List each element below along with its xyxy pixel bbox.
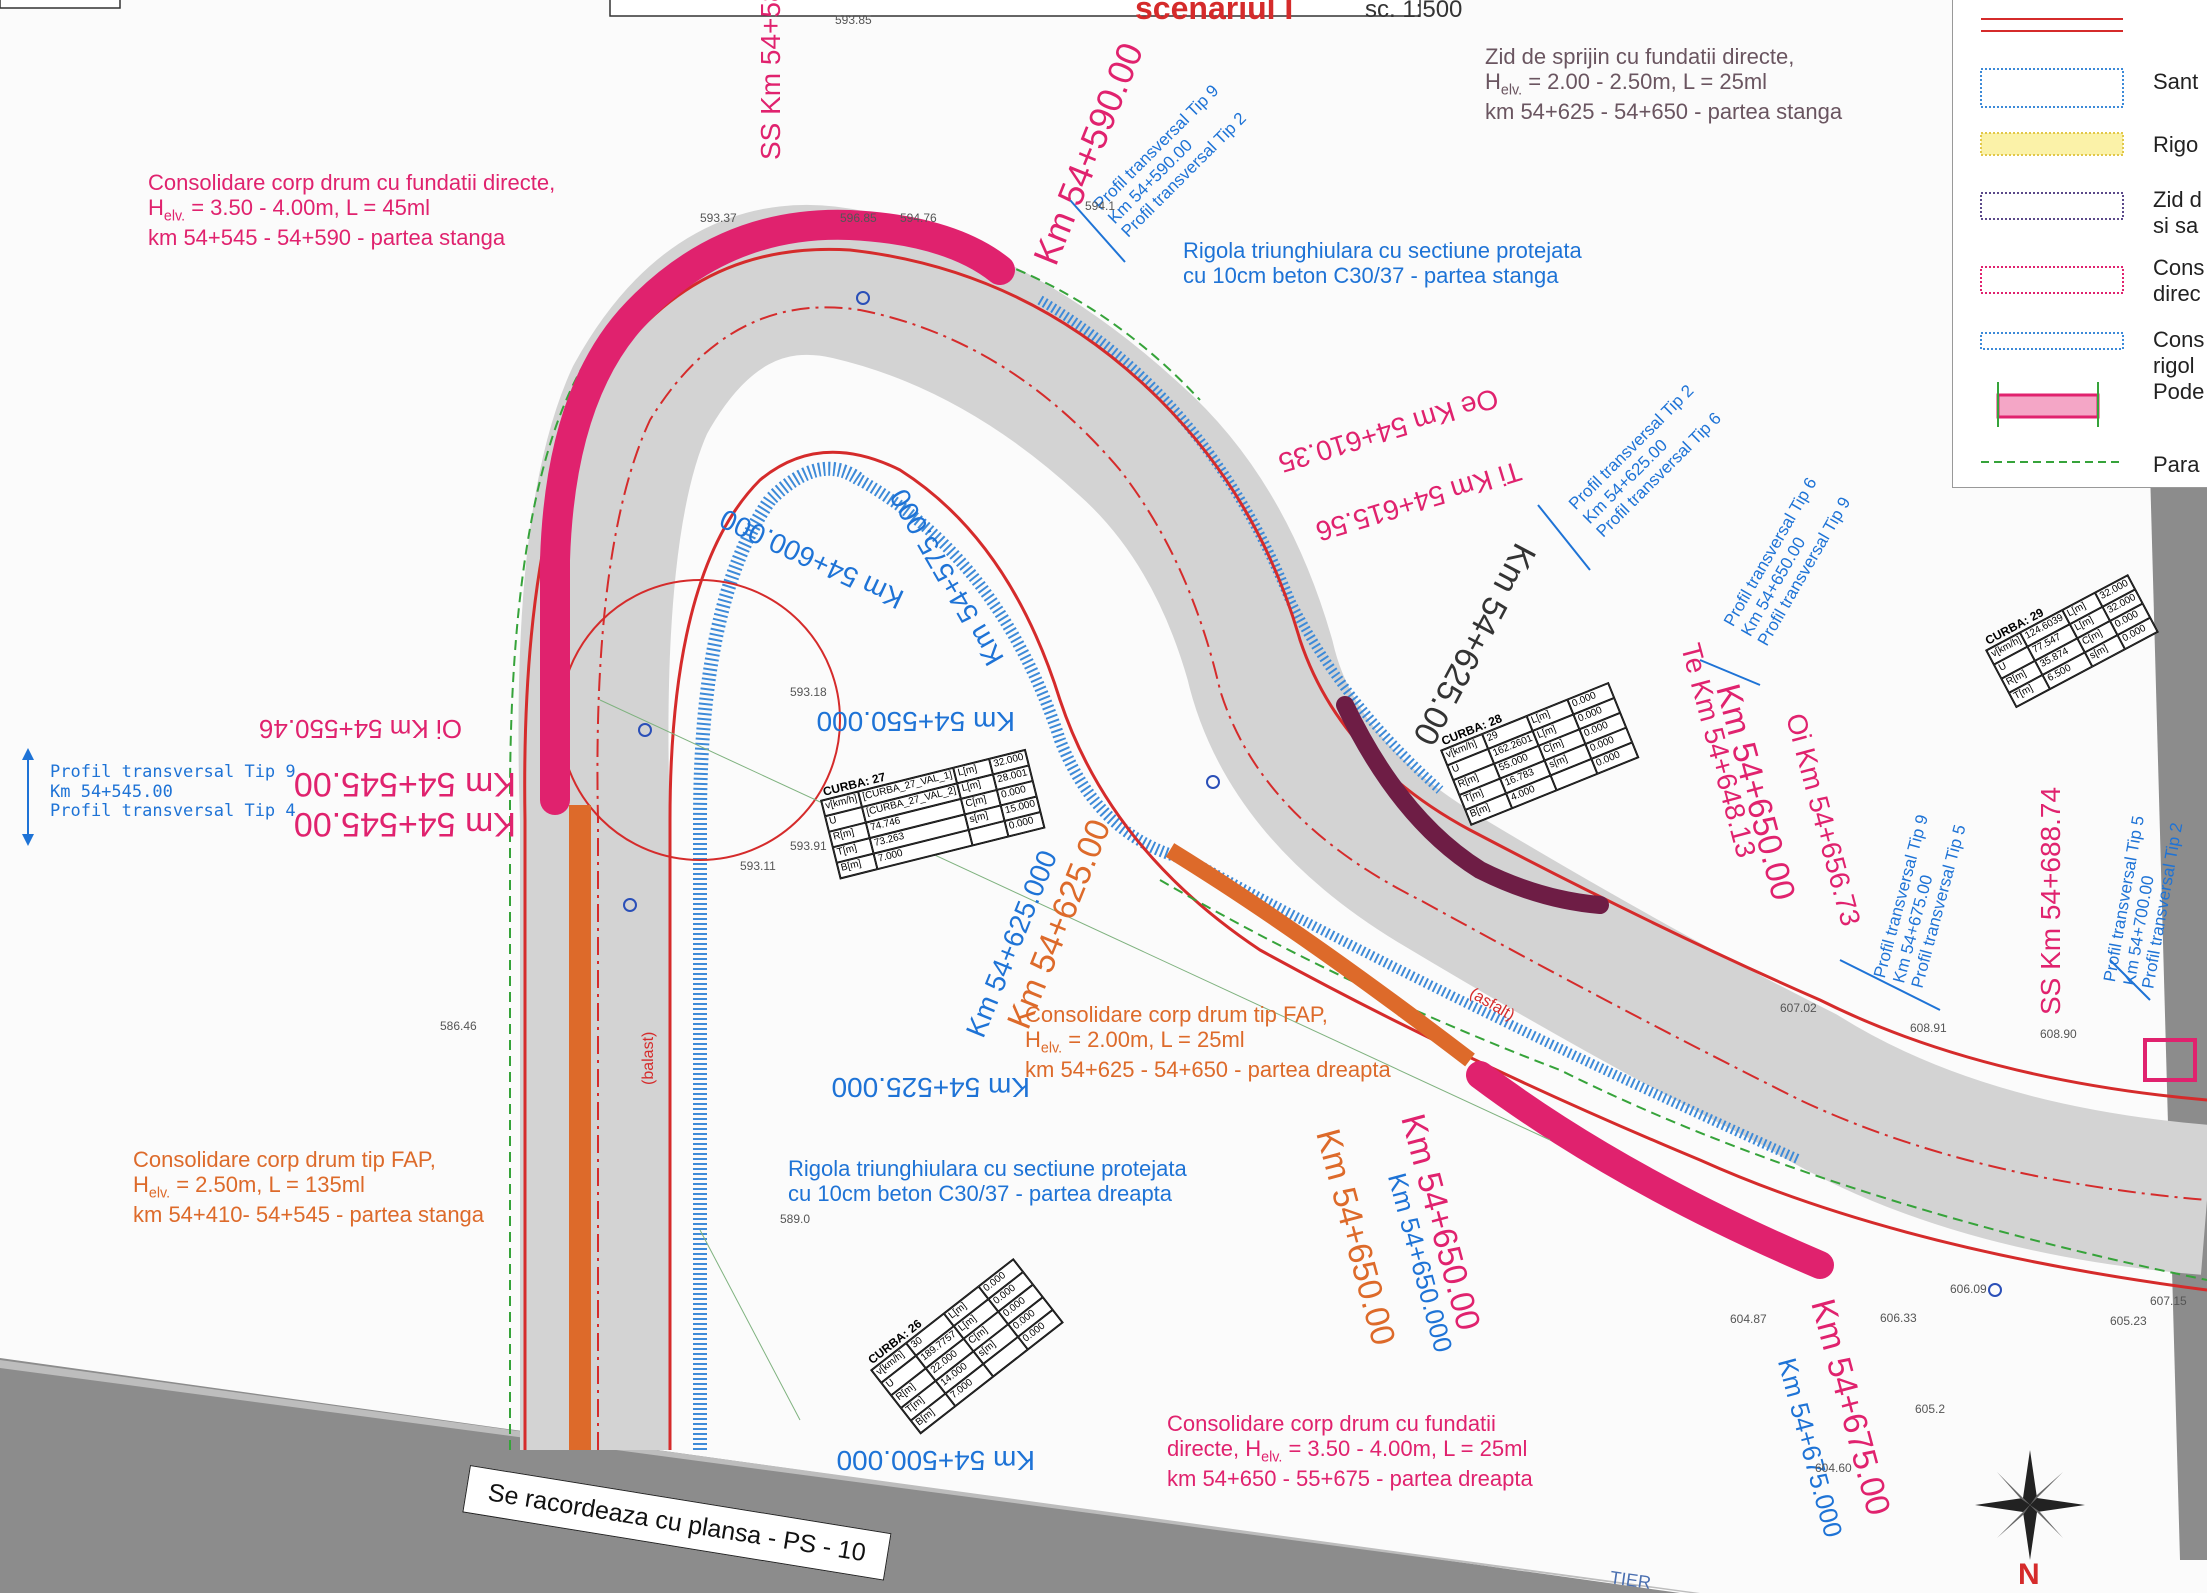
elevation: 607.02: [1780, 1001, 1817, 1015]
label-line: km 54+650 - 55+675 - partea dreapta: [1167, 1466, 1533, 1492]
h-value: = 2.00m, L = 25ml: [1062, 1027, 1245, 1053]
h-value: = 2.50m, L = 135ml: [170, 1172, 365, 1198]
road-surface-balast: (balast): [640, 1031, 657, 1085]
station-oi-550: Oi Km 54+550.46: [258, 714, 462, 744]
elevation: 608.90: [2040, 1027, 2077, 1041]
station-ss-top: SS Km 54+58: [755, 0, 786, 160]
label-line: Consolidare corp drum tip FAP,: [133, 1147, 436, 1172]
label-profile-left: Profil transversal Tip 9 Km 54+545.00 Pr…: [50, 762, 296, 822]
fap-dreapta-orange: [1165, 843, 1475, 1067]
rigola-inner: [693, 461, 865, 1450]
h-value: = 3.50 - 4.00m, L = 45ml: [185, 195, 431, 221]
label-fap-dreapta: Consolidare corp drum tip FAP, Helv. = 2…: [1025, 1002, 1391, 1082]
label-consolidare-stanga: Consolidare corp drum cu fundatii direct…: [148, 170, 555, 250]
h-subscript: elv.: [163, 208, 186, 225]
legend-label-zid: Zid d si sa: [2153, 187, 2202, 238]
elevation: 594.76: [900, 211, 937, 225]
consolidation-dreapta-pink: [1466, 1061, 1834, 1279]
legend-panel: Sant Rigo Zid d si sa Cons direc Cons ri…: [1952, 0, 2207, 488]
h-symbol: H: [1025, 1027, 1041, 1053]
label-line: Profil transversal Tip 9: [50, 762, 296, 782]
label-rigola-dreapta: Rigola triunghiulara cu sectiune proteja…: [788, 1156, 1187, 1207]
h-subscript: elv.: [1500, 82, 1523, 99]
label-line: km 54+625 - 54+650 - partea dreapta: [1025, 1057, 1391, 1083]
label-line: Helv. = 2.50m, L = 135ml: [133, 1172, 484, 1202]
label-line: Helv. = 3.50 - 4.00m, L = 45ml: [148, 195, 555, 225]
legend-label-sant: Sant: [2153, 69, 2199, 94]
h-symbol: H: [1485, 69, 1501, 95]
h-subscript: elv.: [1040, 1040, 1063, 1057]
h-value: = 3.50 - 4.00m, L = 25ml: [1282, 1436, 1528, 1462]
road-edge-inner: [668, 450, 2207, 1450]
legend-label-parapet: Para: [2153, 452, 2200, 477]
label-line: Zid de sprijin cu fundatii directe,: [1485, 44, 1795, 69]
elevation: 593.18: [790, 685, 827, 699]
road-axis: [596, 306, 2207, 1450]
legend-label-consolidare: Cons direc: [2153, 255, 2205, 306]
station-km-500-blue: Km 54+500.000: [836, 1445, 1036, 1476]
elevation: 605.23: [2110, 1314, 2147, 1328]
legend-label-rigola: Rigo: [2153, 132, 2199, 157]
label-rigola-stanga: Rigola triunghiulara cu sectiune proteja…: [1183, 238, 1582, 289]
elevation: 605.2: [1915, 1402, 1946, 1416]
label-line: directe, Helv. = 3.50 - 4.00m, L = 25ml: [1167, 1436, 1533, 1466]
elevation: 608.91: [1910, 1021, 1947, 1035]
label-line: cu 10cm beton C30/37 - partea stanga: [1183, 263, 1559, 289]
elevation: 593.91: [790, 839, 827, 853]
label-line: km 54+545 - 54+590 - partea stanga: [148, 225, 506, 251]
road-surface: [518, 204, 2207, 1450]
label-line: Consolidare corp drum tip FAP,: [1025, 1002, 1328, 1027]
elevation: 593.85: [835, 13, 872, 27]
station-km-545-b: Km 54+545.00: [293, 805, 516, 843]
label-consolidare-dreapta: Consolidare corp drum cu fundatii direct…: [1167, 1411, 1533, 1491]
zid-sprijin: [1336, 696, 1609, 914]
consolidation-stanga-pink: [540, 209, 1015, 815]
label-line: km 54+625 - 54+650 - partea stanga: [1485, 99, 1843, 125]
elevation: 606.33: [1880, 1311, 1917, 1325]
station-km-550-blue: Km 54+550.000: [816, 706, 1016, 737]
elevation: 593.37: [700, 211, 737, 225]
legend-symbols: [1980, 18, 2124, 463]
h-symbol: H: [133, 1172, 149, 1198]
sheet-scale: sc. 1:500: [1365, 0, 1463, 23]
elevation: 596.85: [840, 211, 877, 225]
title-frame: [609, 0, 1421, 17]
label-line: Helv. = 2.00m, L = 25ml: [1025, 1027, 1391, 1057]
elevation: 593.11: [740, 859, 776, 873]
label-line: Rigola triunghiulara cu sectiune proteja…: [788, 1156, 1187, 1181]
elevation: 604.87: [1730, 1312, 1767, 1326]
scan-shadow-right: [2150, 460, 2207, 1560]
elevation: 604.60: [1815, 1461, 1852, 1475]
compass-north-label: N: [2018, 1558, 2040, 1591]
label-line: Profil transversal Tip 4: [50, 801, 296, 822]
elevation: 607.15: [2150, 1294, 2187, 1308]
station-ss-688: SS Km 54+688.74: [2035, 786, 2066, 1015]
h-symbol: H: [148, 195, 164, 221]
elevation: 586.46: [440, 1019, 477, 1033]
label-line: cu 10cm beton C30/37 - partea dreapta: [788, 1181, 1173, 1207]
label-line: Consolidare corp drum cu fundatii: [1167, 1411, 1496, 1436]
h-value: = 2.00 - 2.50m, L = 25ml: [1522, 69, 1768, 95]
compass-rose-icon: [1975, 1450, 2085, 1560]
label-zid-sprijin: Zid de sprijin cu fundatii directe, Helv…: [1485, 44, 1842, 124]
label-line: Consolidare corp drum cu fundatii direct…: [148, 170, 556, 195]
label-fap-stanga: Consolidare corp drum tip FAP, Helv. = 2…: [133, 1147, 484, 1227]
station-km-545-a: Km 54+545.00: [293, 765, 516, 803]
h-subscript: elv.: [148, 1185, 171, 1202]
elevation: 594.1: [1085, 199, 1116, 213]
label-line: Helv. = 2.00 - 2.50m, L = 25ml: [1485, 69, 1842, 99]
h-symbol: directe, H: [1167, 1436, 1262, 1462]
sheet-title-fragment: scenariul I: [1135, 0, 1294, 26]
elevation: 589.0: [780, 1212, 811, 1226]
label-line: km 54+410- 54+545 - partea stanga: [133, 1202, 485, 1228]
legend-label-consolidare-rigola: Cons rigol Pode: [2153, 327, 2205, 404]
station-km-525-blue: Km 54+525.000: [831, 1072, 1031, 1103]
label-line: Km 54+545.00: [50, 781, 173, 802]
label-line: Rigola triunghiulara cu sectiune proteja…: [1183, 238, 1582, 263]
elevation: 606.09: [1950, 1282, 1987, 1296]
h-subscript: elv.: [1261, 1449, 1283, 1466]
north-arrow: [1975, 1450, 2085, 1565]
